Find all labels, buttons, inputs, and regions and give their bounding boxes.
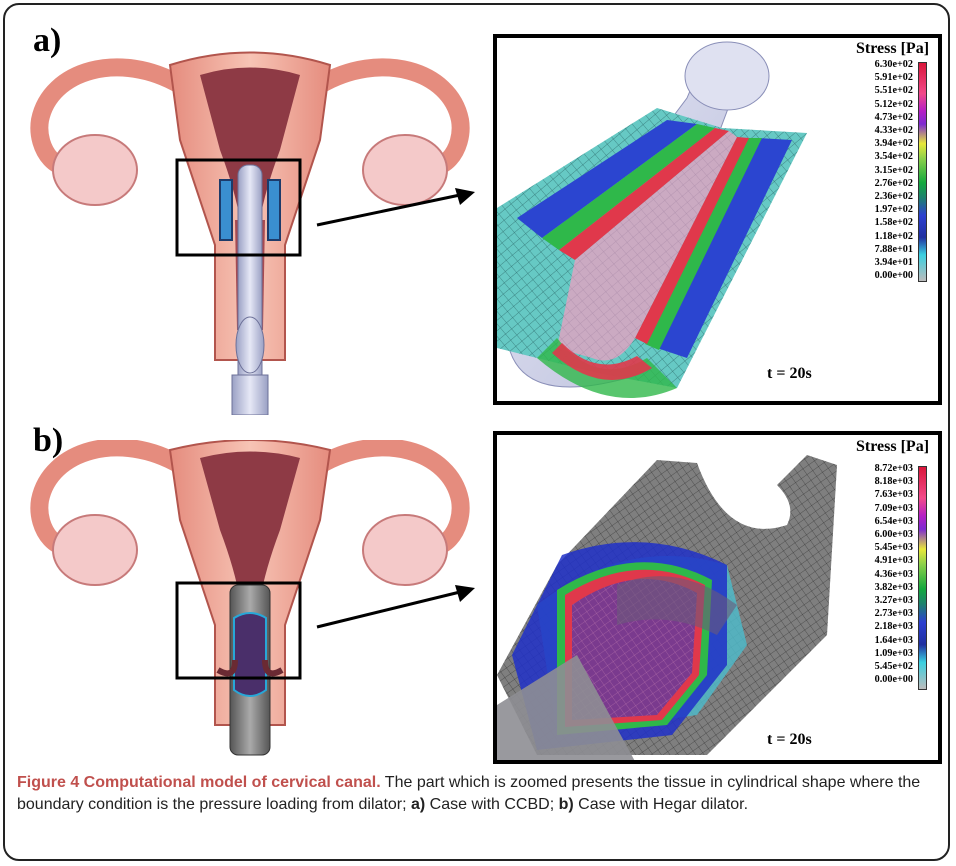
colorbar-tick-label: 4.36e+03 — [855, 568, 913, 581]
colorbar-tick-label: 4.33e+02 — [855, 124, 913, 137]
caption-title: Figure 4 Computational model of cervical… — [17, 774, 381, 791]
colorbar-tick-label: 3.54e+02 — [855, 150, 913, 163]
legend-title-a: Stress [Pa] — [856, 40, 929, 58]
colorbar-tick-label: 8.72e+03 — [855, 462, 913, 475]
colorbar-tick-label: 3.15e+02 — [855, 164, 913, 177]
colorbar-tick-label: 5.51e+02 — [855, 84, 913, 97]
colorbar-tick-label: 1.09e+03 — [855, 647, 913, 660]
uterus-illustration-b — [20, 440, 480, 770]
colorbar-tick-label: 6.30e+02 — [855, 58, 913, 71]
caption-a-label: a) — [411, 796, 425, 813]
colorbar-tick-label: 7.88e+01 — [855, 243, 913, 256]
caption-b-label: b) — [559, 796, 574, 813]
caption-a-text: Case with CCBD; — [425, 796, 558, 813]
colorbar-tick-label: 2.36e+02 — [855, 190, 913, 203]
time-label-a: t = 20s — [767, 365, 812, 383]
colorbar-tick-label: 3.94e+01 — [855, 256, 913, 269]
colorbar-a — [918, 62, 927, 282]
colorbar-tick-label: 8.18e+03 — [855, 475, 913, 488]
colorbar-tick-label: 4.91e+03 — [855, 554, 913, 567]
colorbar-tick-label: 3.27e+03 — [855, 594, 913, 607]
colorbar-tick-label: 4.73e+02 — [855, 111, 913, 124]
colorbar-tick-label: 3.82e+03 — [855, 581, 913, 594]
colorbar-tick-label: 7.63e+03 — [855, 488, 913, 501]
colorbar-tick-label: 1.18e+02 — [855, 230, 913, 243]
colorbar-tick-label: 1.64e+03 — [855, 634, 913, 647]
figure-caption: Figure 4 Computational model of cervical… — [17, 772, 937, 816]
colorbar-tick-label: 7.09e+03 — [855, 502, 913, 515]
colorbar-tick-label: 5.45e+03 — [855, 541, 913, 554]
colorbar-tick-label: 5.12e+02 — [855, 98, 913, 111]
colorbar-tick-label: 6.00e+03 — [855, 528, 913, 541]
caption-b-text: Case with Hegar dilator. — [574, 796, 748, 813]
colorbar-tick-label: 5.45e+02 — [855, 660, 913, 673]
colorbar-tick-label: 2.18e+03 — [855, 620, 913, 633]
colorbar-tick-label: 2.73e+03 — [855, 607, 913, 620]
colorbar-tick-label: 2.76e+02 — [855, 177, 913, 190]
colorbar-b — [918, 466, 927, 690]
colorbar-tick-label: 1.97e+02 — [855, 203, 913, 216]
colorbar-tick-label: 6.54e+03 — [855, 515, 913, 528]
time-label-b: t = 20s — [767, 731, 812, 749]
colorbar-tick-label: 5.91e+02 — [855, 71, 913, 84]
legend-title-b: Stress [Pa] — [856, 438, 929, 456]
colorbar-tick-label: 0.00e+00 — [855, 269, 913, 282]
uterus-illustration-a — [20, 30, 480, 415]
colorbar-tick-label: 3.94e+02 — [855, 137, 913, 150]
colorbar-tick-label: 1.58e+02 — [855, 216, 913, 229]
colorbar-tick-label: 0.00e+00 — [855, 673, 913, 686]
